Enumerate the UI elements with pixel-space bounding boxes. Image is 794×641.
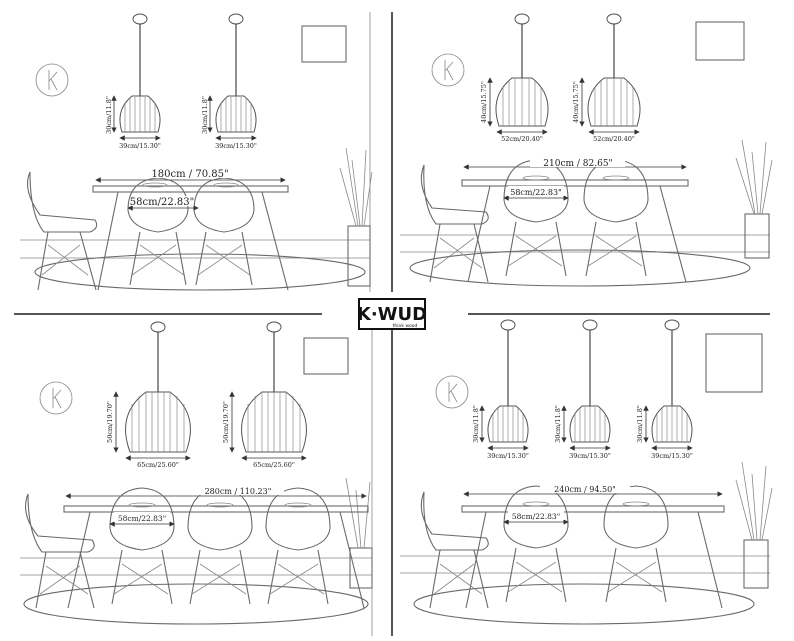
pendant-lamp-2: 39cm/15.30" 30cm/11.8" <box>201 13 257 150</box>
chair-front-1 <box>127 177 189 286</box>
panel-4: 240cm / 94.50" 58cm/22.83" 39cm/15.30" 3… <box>400 319 773 625</box>
lamp-width-label: 39cm/15.30" <box>569 452 611 460</box>
pendant-lamp-2: 65cm/25.60" 50cm/19.70" <box>222 321 307 469</box>
panel-3: 280cm / 110.23" 58cm/22.83" 65cm/25.60" … <box>20 321 373 636</box>
chair-front-2 <box>583 159 649 277</box>
lamp-width-label: 39cm/15.30" <box>215 142 257 150</box>
wall-emblem <box>35 63 69 97</box>
chair-front-1 <box>109 487 175 605</box>
chair-spacing-label: 58cm/22.83" <box>118 514 166 523</box>
chair-side <box>25 493 95 609</box>
chair-front-1 <box>503 485 569 603</box>
lamp-height-label: 40cm/15.75" <box>480 81 488 123</box>
chair-side <box>420 164 489 283</box>
lamp-height-label: 30cm/11.8" <box>472 405 480 443</box>
brand-name: K·WUD <box>357 304 427 325</box>
wall-frame <box>695 21 745 61</box>
rug <box>409 249 751 287</box>
table-width-label: 180cm / 70.85" <box>151 169 228 180</box>
table <box>92 185 289 291</box>
table-width-label: 240cm / 94.50" <box>554 485 616 494</box>
wall-emblem <box>39 381 73 415</box>
rug <box>23 583 369 625</box>
lamp-width-label: 39cm/15.30" <box>487 452 529 460</box>
plant <box>345 477 373 589</box>
wall-emblem <box>431 53 465 87</box>
lamp-width-label: 39cm/15.30" <box>119 142 161 150</box>
lamp-height-label: 30cm/11.8" <box>105 96 113 134</box>
plant <box>339 147 373 287</box>
lamp-height-label: 30cm/11.8" <box>636 405 644 443</box>
chair-side <box>420 491 489 609</box>
table <box>63 505 369 609</box>
lamp-width-label: 52cm/20.40" <box>501 135 543 143</box>
pendant-lamp-1: 39cm/15.30" 30cm/11.8" <box>472 319 529 460</box>
pendant-lamp-1: 39cm/15.30" 30cm/11.8" <box>105 13 161 150</box>
brand-tagline: think wood <box>393 323 418 329</box>
wall-frame <box>705 333 763 393</box>
lamp-height-label: 30cm/11.8" <box>201 96 209 134</box>
pendant-lamp-3: 39cm/15.30" 30cm/11.8" <box>636 319 693 460</box>
lamp-width-label: 39cm/15.30" <box>651 452 693 460</box>
chair-side <box>27 171 98 291</box>
lamp-height-label: 50cm/19.70" <box>222 401 230 443</box>
chair-front-2 <box>187 487 253 605</box>
lamp-width-label: 65cm/25.60" <box>253 461 295 469</box>
lamp-height-label: 40cm/15.75" <box>572 81 580 123</box>
chair-front-1 <box>503 159 569 277</box>
pendant-lamp-1: 52cm/20.40" 40cm/15.75" <box>480 13 549 143</box>
brand-logo: K·WUD think wood <box>357 298 427 330</box>
wall-emblem <box>435 375 469 409</box>
pendant-lamp-1: 65cm/25.60" 50cm/19.70" <box>106 321 191 469</box>
chair-spacing-label: 58cm/22.83" <box>130 197 194 208</box>
rug <box>34 253 366 291</box>
plant <box>735 139 773 259</box>
lamp-width-label: 52cm/20.40" <box>593 135 635 143</box>
rug <box>413 583 755 625</box>
chair-spacing-label: 58cm/22.83" <box>510 188 562 197</box>
lamp-width-label: 65cm/25.60" <box>137 461 179 469</box>
pendant-lamp-2: 52cm/20.40" 40cm/15.75" <box>572 13 641 143</box>
plant <box>735 461 773 589</box>
lamp-height-label: 50cm/19.70" <box>106 401 114 443</box>
table-width-label: 210cm / 82.65" <box>543 159 612 169</box>
wall-frame <box>301 25 347 63</box>
table-width-label: 280cm / 110.23" <box>205 487 272 496</box>
chair-spacing-label: 58cm/22.83" <box>512 512 560 521</box>
wall-frame <box>303 337 349 375</box>
pendant-lamp-2: 39cm/15.30" 30cm/11.8" <box>554 319 611 460</box>
lamp-height-label: 30cm/11.8" <box>554 405 562 443</box>
chair-front-2 <box>193 177 255 286</box>
panel-2: 210cm / 82.65" 58cm/22.83" 52cm/20.40" 4… <box>400 13 773 287</box>
panel-1: 180cm / 70.85" 58cm/22.83" 39cm/15.30" 3… <box>20 12 373 292</box>
table <box>461 505 725 609</box>
table <box>461 179 689 283</box>
